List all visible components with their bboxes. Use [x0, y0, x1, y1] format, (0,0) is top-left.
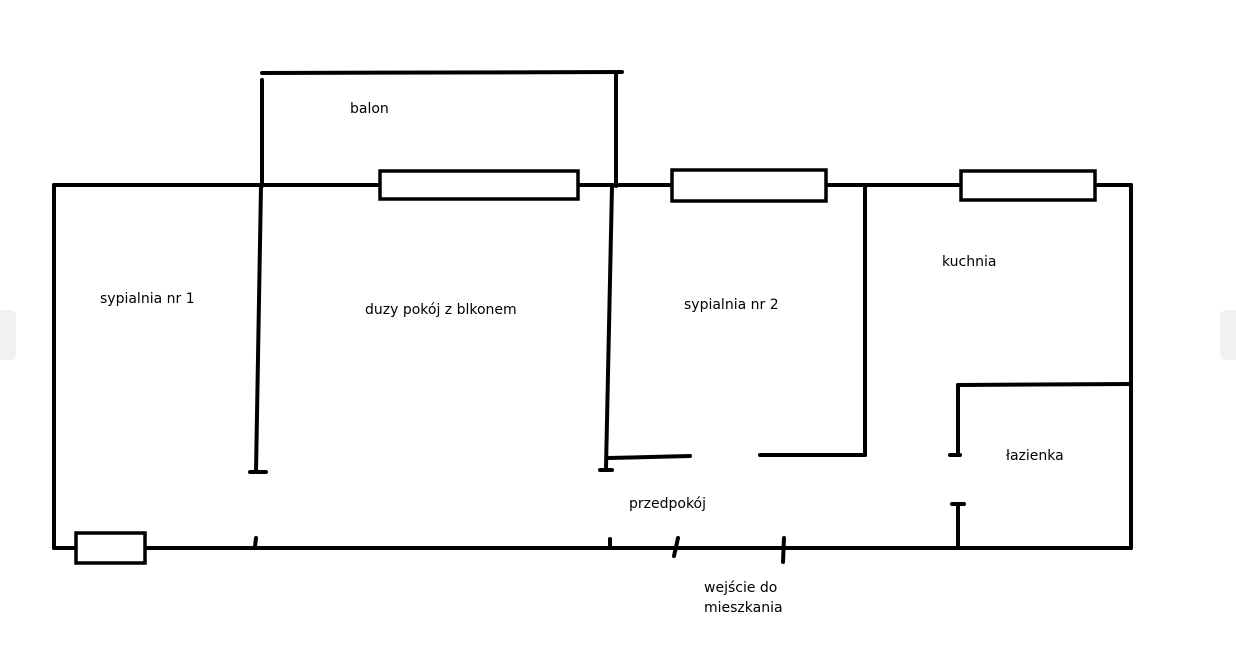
hallway-label: przedpokój: [629, 496, 706, 512]
bedroom-2-label: sypialnia nr 2: [684, 297, 779, 313]
kitchen-label: kuchnia: [942, 254, 996, 270]
living-room-label: duzy pokój z blkonem: [365, 302, 517, 318]
window-living-room: [378, 169, 580, 201]
entrance-label-line-1: wejście do: [704, 580, 777, 596]
outer-walls: [52, 183, 1133, 550]
bedroom-1-label: sypialnia nr 1: [100, 291, 195, 307]
bathroom-label: łazienka: [1006, 448, 1064, 464]
entrance-label-line-2: mieszkania: [704, 600, 783, 616]
window-bedroom-2: [670, 168, 828, 203]
balcony-walls: [260, 70, 624, 188]
previous-image-tab[interactable]: [0, 310, 16, 360]
window-kitchen: [959, 169, 1097, 202]
bottom-wall-ticks: [253, 536, 786, 564]
window-bedroom-1: [74, 531, 147, 565]
interior-walls: [248, 184, 1133, 550]
windows: [74, 168, 1097, 565]
balcony-label: balon: [350, 101, 389, 117]
next-image-tab[interactable]: [1220, 310, 1236, 360]
